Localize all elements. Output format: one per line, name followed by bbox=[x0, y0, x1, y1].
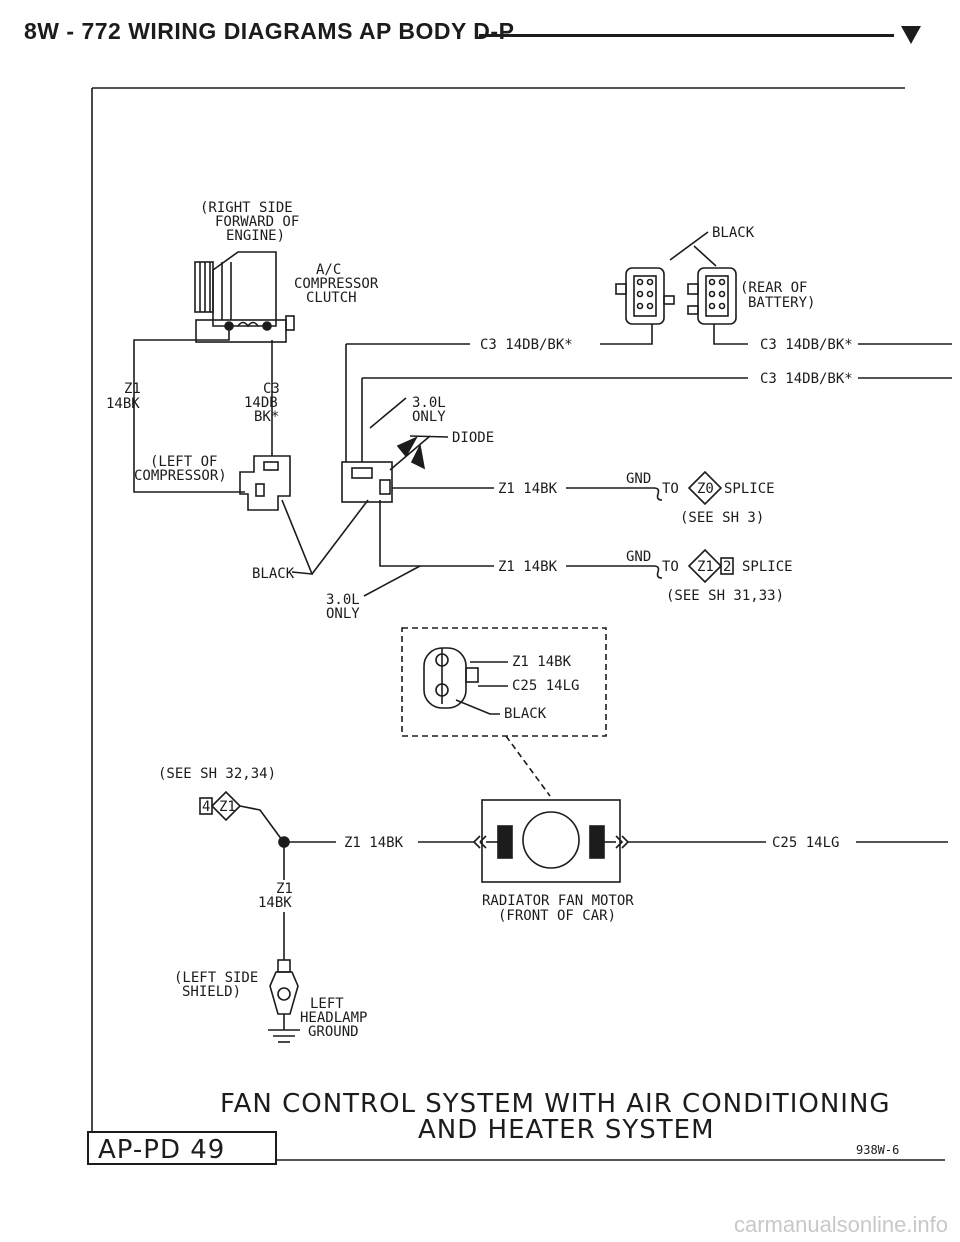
ac-clutch-location-3: ENGINE) bbox=[226, 228, 285, 244]
clutch-wire-z1-gauge: 14BK bbox=[106, 396, 140, 412]
splice-z0-ref: (SEE SH 3) bbox=[680, 510, 764, 526]
battery-connector-location-2: BATTERY) bbox=[748, 295, 815, 311]
clutch-wire-c3-gauge: 14DB bbox=[244, 395, 278, 411]
diode-connector-icon bbox=[341, 344, 393, 503]
diode-leader bbox=[409, 435, 449, 438]
splice-z1-ref: (SEE SH 31,33) bbox=[666, 588, 784, 604]
splice-z1-num: 2 bbox=[723, 559, 731, 575]
splice-z0-gnd: GND bbox=[626, 471, 651, 487]
wire-c3-lower-right: C3 14DB/BK* bbox=[760, 371, 853, 387]
battery-connector-icon bbox=[615, 267, 737, 325]
fan-connector-color: BLACK bbox=[504, 706, 547, 722]
page-header: 8W - 772 WIRING DIAGRAMS AP BODY D-P bbox=[24, 12, 936, 52]
headlamp-ground-location-2: SHIELD) bbox=[182, 984, 241, 1000]
headlamp-ground-wire-gauge: 14BK bbox=[258, 895, 292, 911]
battery-connector-location-1: (REAR OF bbox=[740, 280, 807, 296]
ac-clutch-location-2: FORWARD OF bbox=[215, 214, 299, 230]
c3-wires bbox=[346, 324, 952, 379]
clutch-wire-c3-color: BK* bbox=[254, 409, 279, 425]
battery-connector-leader-a bbox=[669, 231, 709, 261]
headlamp-ground-name-2: HEADLAMP bbox=[300, 1010, 367, 1026]
wire-z1-fan: Z1 14BK bbox=[344, 835, 404, 851]
splice-z1-label: SPLICE bbox=[742, 559, 793, 575]
headlamp-ground-name-3: GROUND bbox=[308, 1024, 359, 1040]
ac-clutch-name-2: COMPRESSOR bbox=[294, 276, 379, 292]
diode-note-top-1: 3.0L bbox=[412, 395, 446, 411]
splice-z0-id: Z0 bbox=[697, 481, 714, 497]
diode-note-top-leader bbox=[369, 397, 407, 429]
ac-clutch-name-3: CLUTCH bbox=[306, 290, 357, 306]
fan-connector-color-lead bbox=[455, 699, 500, 715]
splice-z0-diamond-icon bbox=[687, 470, 723, 506]
diagram-title-line1: FAN CONTROL SYSTEM WITH AIR CONDITIONING bbox=[220, 1089, 891, 1119]
clutch-wire-c3-id: C3 bbox=[263, 381, 280, 397]
fan-motor-wires bbox=[289, 835, 948, 849]
wire-z1-b: Z1 14BK bbox=[498, 559, 558, 575]
ground-ref-lead bbox=[239, 805, 283, 841]
ground-eyelet-icon bbox=[269, 959, 299, 1030]
diagram-title-line2: AND HEATER SYSTEM bbox=[418, 1115, 715, 1145]
fan-connector-pin2: C25 14LG bbox=[512, 678, 579, 694]
radiator-fan-motor-icon bbox=[481, 799, 621, 883]
ac-compressor-clutch-icon bbox=[194, 251, 295, 343]
ground-ref-num: 4 bbox=[202, 799, 210, 815]
ground-symbol-icon bbox=[268, 1029, 300, 1043]
ground-ref-id: Z1 bbox=[219, 799, 236, 815]
fan-connector-pin1: Z1 14BK bbox=[512, 654, 572, 670]
connector-link bbox=[311, 499, 369, 575]
clutch-wires bbox=[133, 326, 273, 493]
watermark: carmanualsonline.info bbox=[0, 1212, 960, 1238]
splice-z1-to: TO bbox=[662, 559, 679, 575]
diode-note-bottom-1: 3.0L bbox=[326, 592, 360, 608]
clutch-connector-location-1: (LEFT OF bbox=[150, 454, 217, 470]
clutch-wire-z1-id: Z1 bbox=[124, 381, 141, 397]
battery-connector-leader-b bbox=[693, 245, 717, 267]
diode-note-bottom-leader bbox=[363, 565, 421, 597]
fan-connector-detail-box bbox=[401, 627, 607, 737]
battery-connector-color: BLACK bbox=[712, 225, 755, 241]
wire-c25-fan: C25 14LG bbox=[772, 835, 839, 851]
splice-z1-gnd: GND bbox=[626, 549, 651, 565]
fan-connector-pointer bbox=[505, 735, 551, 797]
diode-label: DIODE bbox=[452, 430, 494, 446]
header-rule bbox=[479, 34, 894, 37]
page-header-title: 8W - 772 WIRING DIAGRAMS AP BODY D-P bbox=[24, 18, 515, 44]
headlamp-ground-location-1: (LEFT SIDE bbox=[174, 970, 258, 986]
compressor-connector-icon bbox=[239, 455, 291, 511]
clutch-connector-location-2: COMPRESSOR) bbox=[134, 468, 227, 484]
ground-ref-sheet: (SEE SH 32,34) bbox=[158, 766, 276, 782]
ground-splice-dot bbox=[278, 836, 290, 848]
compressor-connector-leader bbox=[281, 499, 314, 575]
page-label: AP-PD 49 bbox=[98, 1135, 225, 1165]
diode-icon bbox=[389, 435, 431, 471]
fan-motor-name: RADIATOR FAN MOTOR bbox=[482, 893, 634, 909]
page-label-box bbox=[87, 1131, 277, 1165]
figure-code: 938W-6 bbox=[856, 1143, 899, 1157]
splice-z0-to: TO bbox=[662, 481, 679, 497]
wire-c3-upper-left: C3 14DB/BK* bbox=[480, 337, 573, 353]
watermark-text: carmanualsonline.info bbox=[733, 1212, 948, 1237]
wire-z1-a: Z1 14BK bbox=[498, 481, 558, 497]
wire-c3-upper-right: C3 14DB/BK* bbox=[760, 337, 853, 353]
diode-note-top-2: ONLY bbox=[412, 409, 446, 425]
header-triangle-icon bbox=[901, 26, 921, 44]
z1-wires bbox=[379, 487, 663, 579]
diode-note-bottom-2: ONLY bbox=[326, 606, 360, 622]
ac-clutch-location-1: (RIGHT SIDE bbox=[200, 200, 293, 216]
headlamp-ground-name-1: LEFT bbox=[310, 996, 344, 1012]
splice-z0-label: SPLICE bbox=[724, 481, 775, 497]
splice-z1-id: Z1 bbox=[697, 559, 714, 575]
splice-z1-box bbox=[720, 557, 734, 575]
compressor-connector-color: BLACK bbox=[252, 566, 295, 582]
ac-clutch-name-1: A/C bbox=[316, 262, 341, 278]
fan-connector-icon bbox=[423, 647, 479, 709]
headlamp-ground-wire-id: Z1 bbox=[276, 881, 293, 897]
fan-motor-location: (FRONT OF CAR) bbox=[498, 908, 616, 924]
